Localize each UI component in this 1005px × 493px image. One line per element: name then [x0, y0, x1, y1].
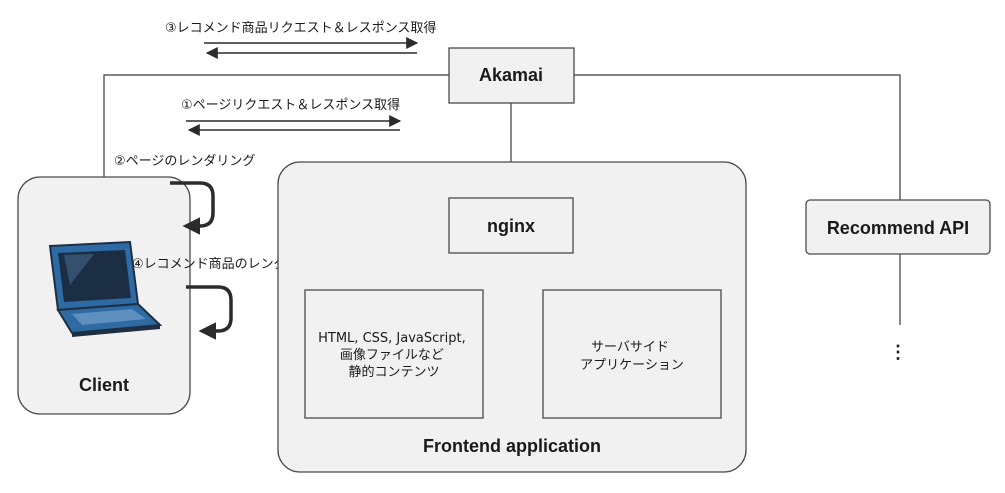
- step4-label: ④レコメンド商品のレンダリング: [132, 257, 326, 272]
- server-app-text: サーバサイド アプリケーション: [580, 340, 684, 373]
- step2-loop-arrow: [170, 181, 215, 235]
- static-content-box: [304, 289, 484, 419]
- step3-label: ③レコメンド商品リクエスト＆レスポンス取得: [165, 20, 436, 36]
- more-services-ellipsis: ⋮: [889, 342, 907, 362]
- step1-label: ①ページリクエスト＆レスポンス取得: [181, 97, 400, 113]
- server-app-box: [542, 289, 722, 419]
- akamai-box: [448, 47, 575, 104]
- step4-loop-arrow: [186, 285, 233, 340]
- static-content-line-2: 画像ファイルなど: [340, 348, 444, 363]
- client-akamai-line: [103, 74, 449, 177]
- nginx-box: [448, 197, 574, 254]
- akamai-label: Akamai: [479, 65, 543, 85]
- laptop-icon: [48, 240, 163, 337]
- server-app-line-1: サーバサイド: [591, 340, 669, 355]
- server-app-line-2: アプリケーション: [580, 358, 684, 373]
- akamai-recommend-line: [574, 74, 901, 200]
- static-content-line-1: HTML, CSS, JavaScript,: [318, 331, 466, 346]
- static-content-line-3: 静的コンテンツ: [348, 364, 439, 380]
- client-label: Client: [79, 375, 129, 395]
- static-content-text: HTML, CSS, JavaScript, 画像ファイルなど 静的コンテンツ: [318, 331, 470, 380]
- recommend-api-box: [805, 199, 991, 255]
- step2-label: ②ページのレンダリング: [114, 154, 255, 169]
- nginx-label: nginx: [487, 216, 535, 236]
- recommend-api-label: Recommend API: [827, 218, 969, 238]
- frontend-label: Frontend application: [423, 436, 601, 456]
